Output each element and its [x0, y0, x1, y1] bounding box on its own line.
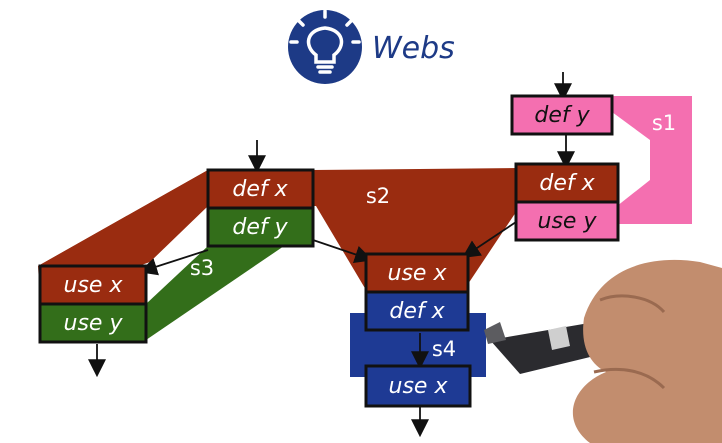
- block-left: use x use y: [38, 264, 148, 344]
- block-top-right-line2: use y: [538, 209, 598, 234]
- web-label-s2: s2: [366, 184, 390, 208]
- block-bottom: use x: [364, 364, 472, 408]
- block-top-left: def x def y: [206, 168, 315, 248]
- title-group: Webs: [288, 9, 455, 84]
- arrow-top-right-to-middle: [462, 221, 517, 258]
- block-top-left-line2: def y: [232, 215, 288, 240]
- page-title: Webs: [372, 31, 455, 66]
- block-top-right-line1: def x: [539, 171, 595, 196]
- hand-with-pen-image: [484, 259, 722, 443]
- block-middle-line1: use x: [388, 261, 448, 286]
- arrow-top-left-to-left: [139, 249, 209, 276]
- block-top-right: def x use y: [514, 162, 620, 242]
- block-bottom-line1: use x: [389, 374, 449, 399]
- web-label-s1: s1: [652, 111, 676, 135]
- arrows: [88, 72, 575, 438]
- block-top-left-line1: def x: [232, 177, 288, 202]
- web-s1-region: [612, 96, 692, 224]
- web-s2-region-c: [38, 170, 208, 266]
- web-label-s4: s4: [432, 337, 456, 361]
- block-top-right-header: def y: [510, 94, 614, 136]
- web-label-s3: s3: [190, 256, 214, 280]
- block-middle: use x def x: [364, 252, 470, 332]
- lightbulb-glyph: [289, 9, 361, 74]
- lightbulb-icon: [288, 10, 362, 84]
- block-left-line2: use y: [64, 311, 124, 336]
- block-top-right-line0: def y: [534, 103, 590, 128]
- block-left-line1: use x: [64, 273, 124, 298]
- arrow-top-left-to-middle: [312, 239, 373, 264]
- web-s3-region: [146, 246, 284, 340]
- block-middle-line2: def x: [389, 299, 445, 324]
